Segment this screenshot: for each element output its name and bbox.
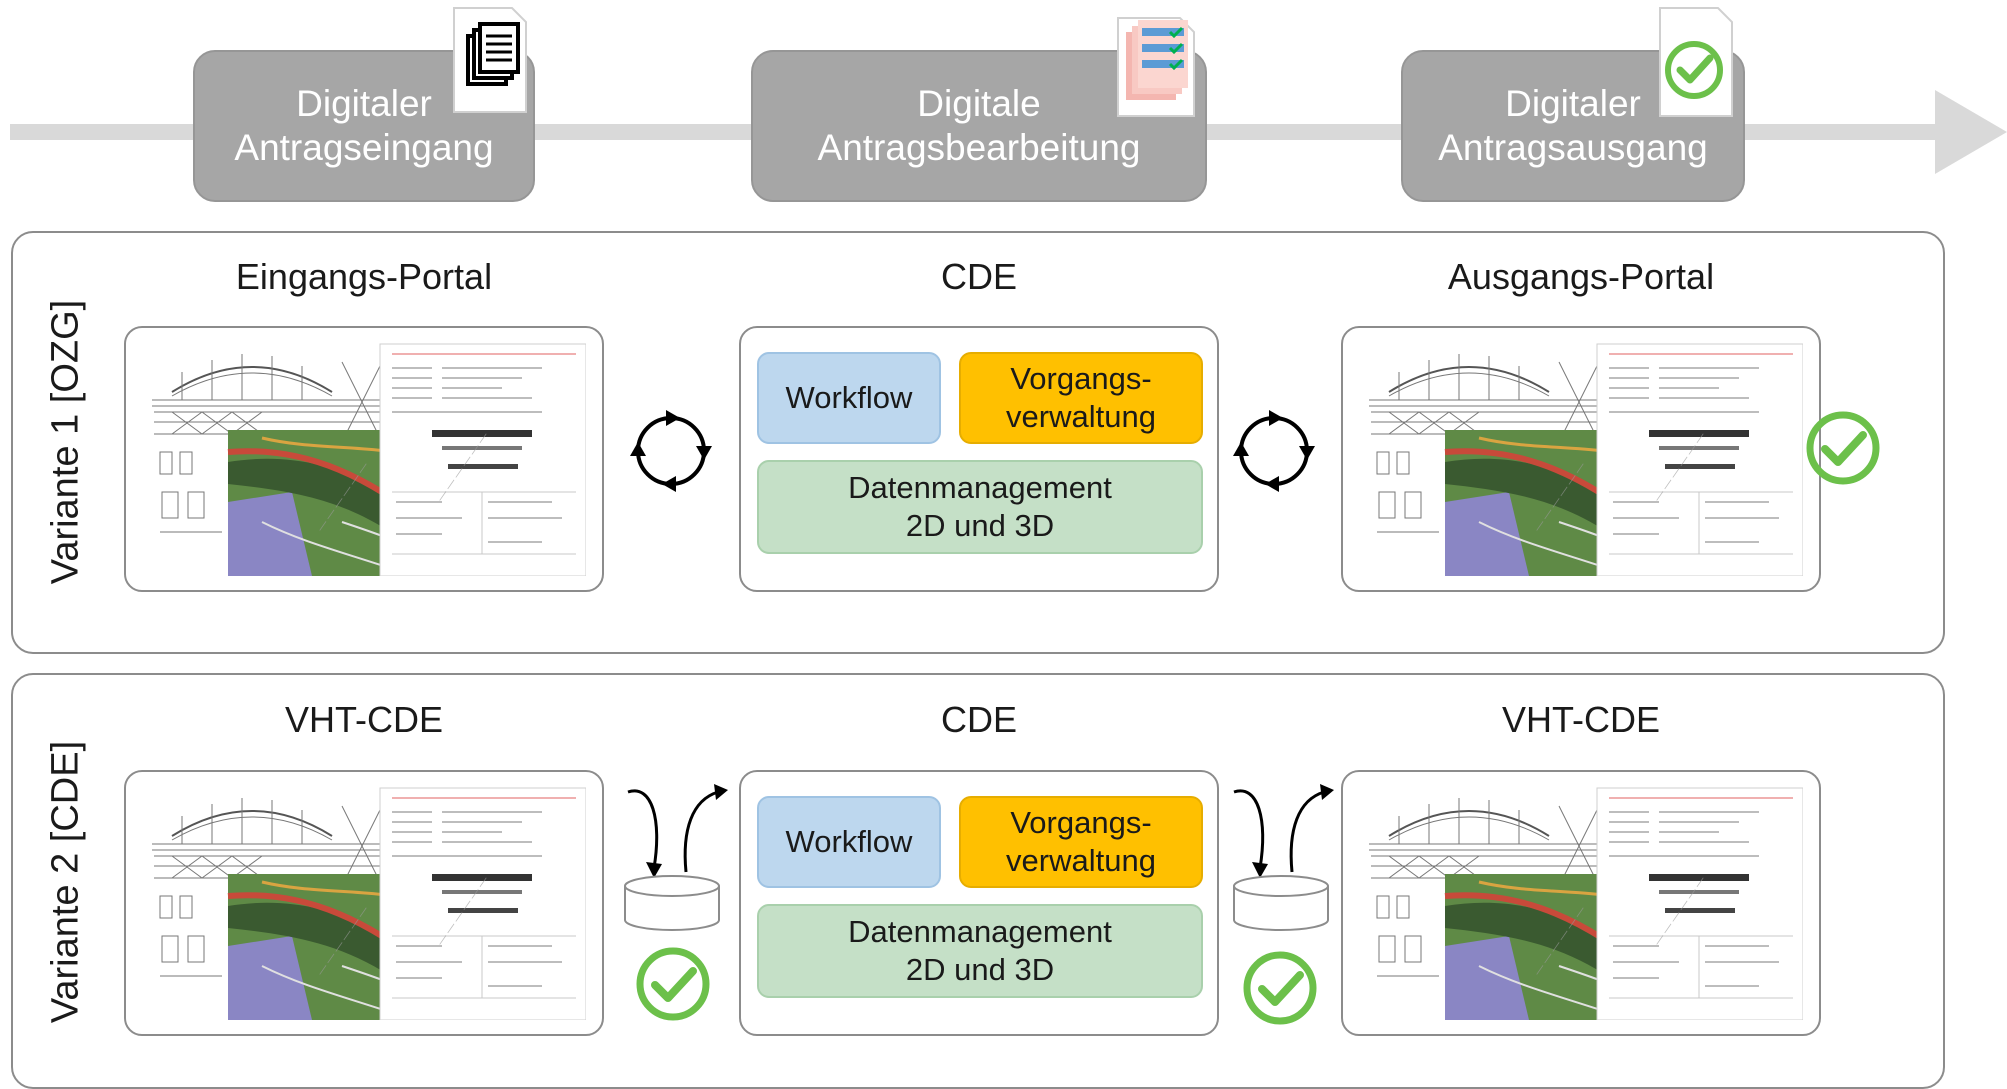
stage-digitale-antragsbearbeitung: Digitale Antragsbearbeitung <box>751 50 1207 202</box>
vorgang-label-line2: verwaltung <box>1006 843 1156 878</box>
column-title-cde: CDE <box>940 699 1018 740</box>
workflow-block: Workflow <box>757 352 941 444</box>
workflow-label: Workflow <box>785 824 913 859</box>
document-stack-icon <box>453 7 527 113</box>
workflow-block: Workflow <box>757 796 941 888</box>
database-icon <box>624 875 720 931</box>
stage-title-line1: Digitaler <box>1505 83 1641 124</box>
cde-box: Workflow Vorgangs- verwaltung Datenmanag… <box>739 770 1219 1036</box>
sync-icon <box>630 410 712 492</box>
drawing-thumbnail-box <box>1341 770 1821 1036</box>
transfer-arrows-icon <box>626 782 730 880</box>
vorgang-label-line1: Vorgangs- <box>1010 361 1152 396</box>
column-title-ausgangs-portal: Ausgangs-Portal <box>1447 256 1715 297</box>
approved-document-icon <box>1659 7 1733 117</box>
stage-title-line1: Digitaler <box>296 83 432 124</box>
stage-title-line2: Antragseingang <box>234 127 494 168</box>
workflow-label: Workflow <box>785 380 913 415</box>
stage-title-line2: Antragsausgang <box>1438 127 1708 168</box>
check-circle-icon <box>1804 409 1882 487</box>
drawing-thumbnail-box <box>1341 326 1821 592</box>
sync-icon <box>1233 410 1315 492</box>
datenmanagement-block: Datenmanagement 2D und 3D <box>757 904 1203 998</box>
construction-drawing-image <box>1359 786 1803 1020</box>
vorgang-label-line1: Vorgangs- <box>1010 805 1152 840</box>
datenmanagement-block: Datenmanagement 2D und 3D <box>757 460 1203 554</box>
vorgang-label-line2: verwaltung <box>1006 399 1156 434</box>
vorgangsverwaltung-block: Vorgangs- verwaltung <box>959 352 1203 444</box>
check-circle-icon <box>634 945 712 1023</box>
daten-label-line2: 2D und 3D <box>905 952 1055 987</box>
column-title-vht-cde-right: VHT-CDE <box>1501 699 1661 740</box>
database-icon <box>1233 875 1329 931</box>
drawing-thumbnail-box <box>124 770 604 1036</box>
construction-drawing-image <box>1359 342 1803 576</box>
column-title-vht-cde-left: VHT-CDE <box>284 699 444 740</box>
column-title-cde: CDE <box>940 256 1018 297</box>
construction-drawing-image <box>142 786 586 1020</box>
column-title-eingangs-portal: Eingangs-Portal <box>235 256 493 297</box>
check-circle-icon <box>1241 949 1319 1027</box>
daten-label-line1: Datenmanagement <box>848 914 1112 949</box>
variant-2-label: Variante 2 [CDE] <box>44 740 87 1024</box>
daten-label-line2: 2D und 3D <box>905 508 1055 543</box>
cde-box: Workflow Vorgangs- verwaltung Datenmanag… <box>739 326 1219 592</box>
stage-digitaler-antragseingang: Digitaler Antragseingang <box>193 50 535 202</box>
stage-title-line2: Antragsbearbeitung <box>817 127 1141 168</box>
variant-1-label: Variante 1 [OZG] <box>44 299 87 585</box>
transfer-arrows-icon <box>1232 782 1336 880</box>
vorgangsverwaltung-block: Vorgangs- verwaltung <box>959 796 1203 888</box>
daten-label-line1: Datenmanagement <box>848 470 1112 505</box>
checklist-document-icon <box>1117 17 1195 117</box>
stage-title-line1: Digitale <box>917 83 1041 124</box>
drawing-thumbnail-box <box>124 326 604 592</box>
construction-drawing-image <box>142 342 586 576</box>
